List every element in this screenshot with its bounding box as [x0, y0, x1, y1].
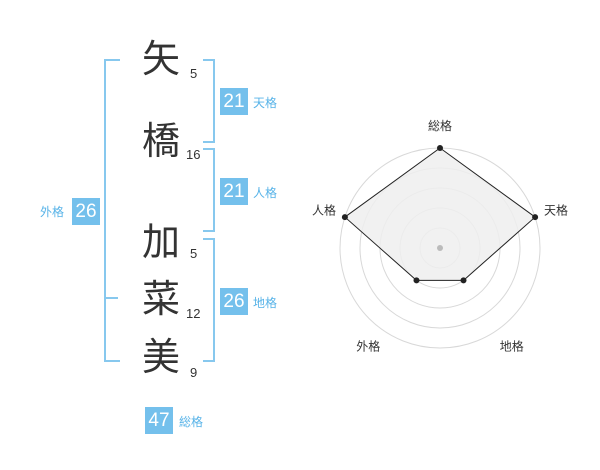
gaikaku-label: 外格: [40, 205, 65, 219]
radar-axis-label-4: 外格: [356, 339, 380, 354]
char-5-strokes: 9: [190, 365, 198, 380]
radar-axis-label-5: 人格: [312, 202, 336, 217]
char-1: 矢: [142, 37, 181, 81]
radar-axis-label-1: 総格: [428, 118, 452, 133]
radar-axis-label-3: 地格: [500, 339, 524, 354]
chikaku-value: 26: [220, 288, 248, 315]
chikaku-bracket: [203, 238, 215, 362]
char-3-strokes: 5: [190, 246, 198, 261]
char-4-strokes: 12: [186, 306, 201, 321]
radar-axis-label-2: 天格: [544, 202, 568, 217]
char-3: 加: [142, 220, 181, 264]
gaikaku-inner-tick: [104, 297, 118, 299]
gaikaku-bracket: [104, 59, 120, 362]
soukaku-value: 47: [145, 407, 173, 434]
radar-point-5: [341, 214, 348, 221]
gaikaku-value: 26: [72, 198, 100, 225]
tenkaku-label: 天格: [253, 96, 278, 110]
jinkaku-value: 21: [220, 178, 248, 205]
char-1-strokes: 5: [190, 66, 198, 81]
jinkaku-label: 人格: [253, 186, 278, 200]
radar-point-2: [532, 214, 539, 221]
radar-center-dot: [437, 245, 443, 251]
radar-area: [344, 147, 536, 281]
tenkaku-value: 21: [220, 88, 248, 115]
radar-point-1: [437, 145, 443, 151]
jinkaku-bracket: [203, 148, 215, 232]
radar-point-4: [413, 277, 420, 284]
char-5: 美: [142, 335, 181, 379]
soukaku-label: 総格: [179, 415, 204, 429]
tenkaku-bracket: [203, 59, 215, 143]
char-4: 菜: [142, 277, 181, 321]
chikaku-label: 地格: [253, 296, 278, 310]
radar-point-3: [460, 277, 467, 284]
char-2: 橋: [142, 119, 181, 163]
char-2-strokes: 16: [186, 147, 201, 162]
